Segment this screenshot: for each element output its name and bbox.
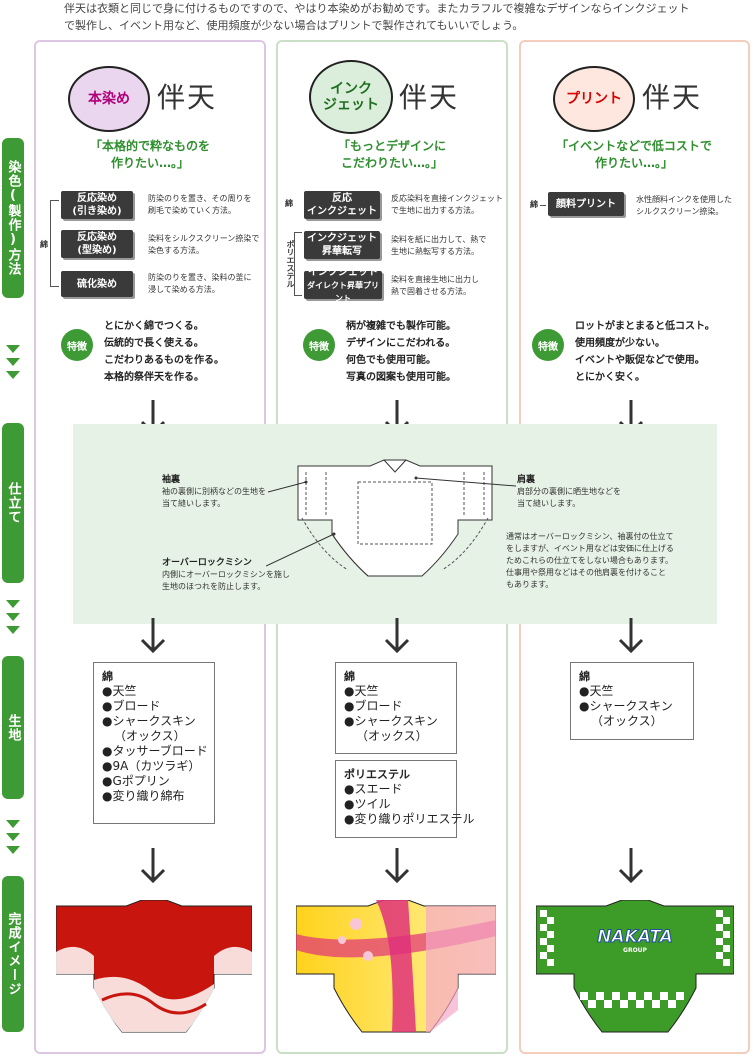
technique-label: インクジェット昇華転写: [304, 231, 380, 259]
down-arrow-icon: [384, 848, 410, 884]
intro-line-2: で製作し、イベント用など、使用頻度が少ない場合はプリントで製作されてもいいでしょ…: [64, 19, 524, 32]
fabric-box-inkjet-polyester: ポリエステル ●スエード●ツイル ●変り織りポリエステル: [335, 760, 474, 838]
method-circle-honzome: 本染め: [68, 66, 150, 132]
down-triangle-icon: [6, 833, 20, 841]
catch-copy: 「イベントなどで低コストで作りたい…。」: [556, 139, 712, 170]
hanten-label: 伴天: [157, 81, 218, 114]
down-triangle-icon: [6, 345, 20, 353]
technique-desc: 防染のりを置き、その周りを刷毛で染めていく方法。: [148, 194, 252, 215]
technique-desc: 水性顔料インクを使用したシルクスクリーン捺染。: [636, 195, 732, 216]
overlock-title: オーバーロックミシン: [162, 558, 252, 568]
technique-desc: 染料を紙に出力して、熱で生地に熱転写する方法。: [391, 235, 487, 256]
material-tag: 綿: [530, 200, 538, 209]
fabric-box-print: 綿 ●天竺●シャークスキン （オックス）: [570, 662, 694, 740]
hanten-label: 伴天: [399, 81, 460, 114]
technique-desc: 染料をシルクスクリーン捺染で染色する方法。: [148, 234, 260, 255]
down-arrow-icon: [384, 618, 410, 654]
bracket: [50, 200, 59, 287]
technique-desc: 反応染料を直接インクジェットで生地に出力する方法。: [391, 194, 503, 215]
down-arrow-icon: [618, 618, 644, 654]
catch-copy: 「もっとデザインにこだわりたい…。」: [337, 139, 446, 170]
image-logo-text: NAKATA: [597, 927, 673, 947]
down-triangle-icon: [6, 371, 20, 379]
feature-list: とにかく綿でつくる。伝統的で長く使える。 こだわりあるものを作る。本格的祭伴天を…: [104, 321, 224, 383]
pointer-line: [268, 480, 308, 493]
technique-desc: 染料を直接生地に出力し熱で固着させる方法。: [391, 275, 479, 296]
feature-badge: 特徴: [61, 329, 93, 361]
sewing-note: 通常はオーバーロックミシン、袖裏付の仕立てをしますが、イベント用などは安価に仕上…: [506, 532, 674, 589]
hanten-diagram: [297, 459, 493, 577]
image-logo-subtext: GROUP: [623, 947, 648, 954]
image-kanji: 睦: [142, 915, 166, 944]
pointer-line: [414, 476, 517, 487]
hanten-image-honzome: 睦: [56, 900, 252, 1033]
fabric-box-honzome: 綿 ●天竺●ブロード ●シャークスキン（オックス） ●タッサーブロード●9A（カ…: [93, 662, 215, 824]
feature-list: 柄が複雑でも製作可能。デザインにこだわれる。 何色でも使用可能。写真の図案も使用…: [346, 321, 456, 383]
overlock-text: 内側にオーバーロックミシンを施し生地のほつれを防止します。: [162, 570, 290, 591]
material-tag: 綿: [285, 199, 293, 208]
feature-badge: 特徴: [532, 329, 564, 361]
pointer-line: [266, 532, 336, 567]
method-name: 本染め: [88, 91, 130, 107]
hanten-label: 伴天: [642, 81, 703, 114]
bracket: [294, 232, 302, 296]
down-arrow-icon: [618, 848, 644, 884]
technique-label: 反応インクジェット: [304, 191, 380, 219]
technique-label: 顔料プリント: [548, 192, 624, 216]
feature-badge: 特徴: [303, 329, 335, 361]
down-arrow-icon: [140, 848, 166, 884]
technique-label: 反応染め(引き染め): [61, 191, 133, 219]
kata-text: 肩部分の裏側に晒生地などを当て縫いします。: [517, 487, 621, 508]
sidebar-method: 染色(製作)方法: [2, 138, 24, 298]
down-triangle-icon: [6, 600, 20, 608]
technique-desc: 防染のりを置き、染料の釜に浸して染める方法。: [148, 273, 252, 294]
connector-line: [540, 205, 546, 206]
down-triangle-icon: [6, 820, 20, 828]
sidebar-image: 完成イメージ: [2, 876, 24, 1032]
down-arrow-icon: [140, 618, 166, 654]
hanten-image-print: NAKATA GROUP: [536, 900, 734, 1033]
method-circle-print: プリント: [553, 66, 635, 132]
down-triangle-icon: [6, 626, 20, 634]
intro-line-1: 伴天は衣類と同じで身に付けるものですので、やはり本染めがお勧めです。またカラフル…: [64, 2, 690, 15]
kata-title: 肩裏: [517, 475, 536, 485]
technique-label: 硫化染め: [61, 271, 133, 297]
fabric-box-inkjet-cotton: 綿 ●天竺●ブロード ●シャークスキン（オックス）: [335, 662, 457, 754]
technique-label: 反応染め(型染め): [61, 230, 133, 258]
down-triangle-icon: [6, 358, 20, 366]
sode-title: 袖裏: [162, 475, 181, 485]
method-circle-inkjet: インクジェット: [309, 60, 393, 134]
sidebar-sewing: 仕立て: [2, 423, 24, 583]
feature-list: ロットがまとまると低コスト。使用頻度が少ない。 イベントや販促などで使用。とにか…: [575, 321, 715, 383]
material-tag: 綿: [40, 240, 48, 249]
down-triangle-icon: [6, 613, 20, 621]
intro-text: 伴天は衣類と同じで身に付けるものですので、やはり本染めがお勧めです。またカラフル…: [64, 0, 744, 34]
technique-label: インクジェットダイレクト昇華プリント: [304, 267, 382, 303]
down-triangle-icon: [6, 846, 20, 854]
catch-copy: 「本格的で粋なものを 作りたい…。」: [89, 139, 210, 170]
sidebar-fabric: 生地: [2, 656, 24, 799]
sode-text: 袖の裏側に別柄などの生地を当て縫いします。: [162, 487, 266, 508]
hanten-image-inkjet: [296, 900, 496, 1033]
material-tag-polyester: ポリエステル: [286, 240, 295, 288]
